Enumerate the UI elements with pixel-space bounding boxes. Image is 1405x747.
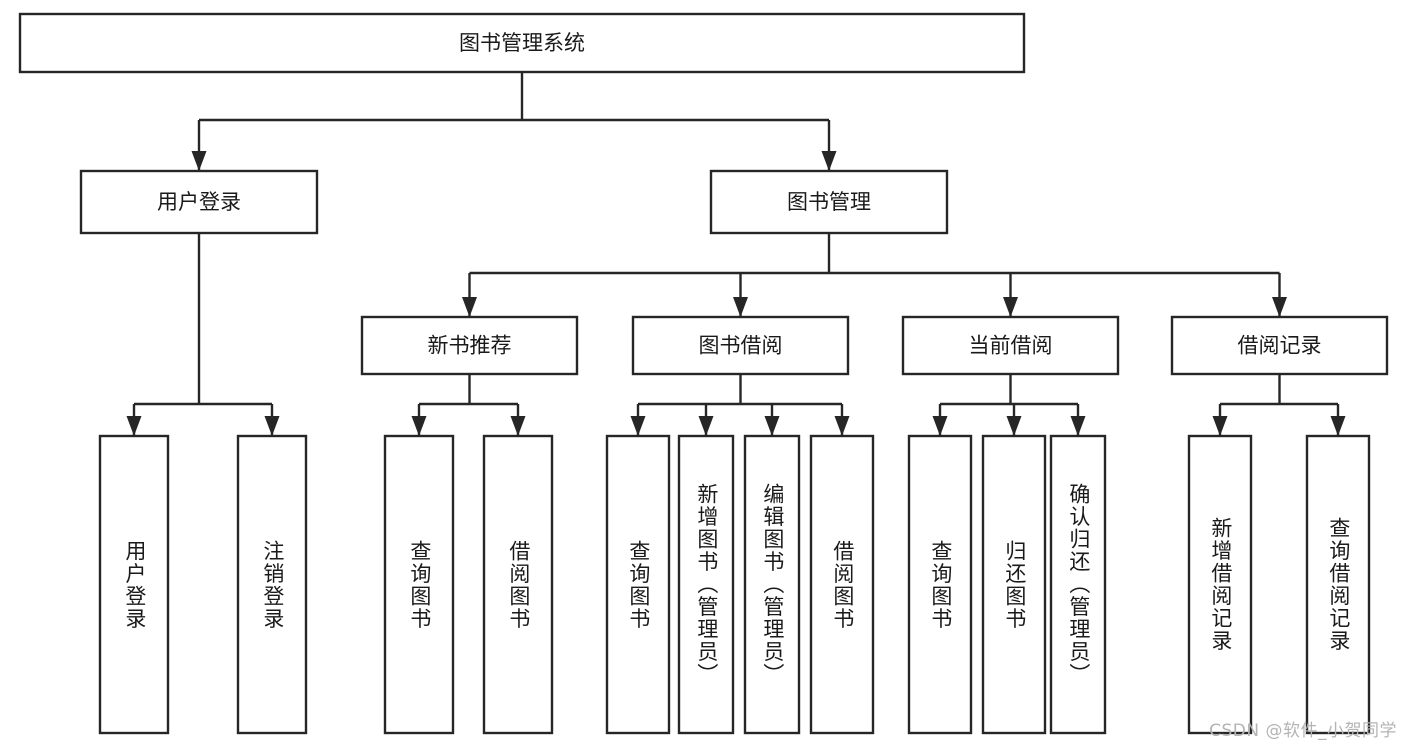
leaf-box-leaf-query-book-current[interactable] <box>907 434 973 735</box>
arrow-head-icon <box>932 416 948 436</box>
arrow-head-icon <box>191 151 207 171</box>
leaf-box-leaf-add-borrow-record[interactable] <box>1187 434 1253 735</box>
leaf-box-leaf-add-book-admin[interactable] <box>677 434 735 735</box>
leaf-box-leaf-query-borrow-record[interactable] <box>1305 434 1371 735</box>
leaf-box-leaf-borrow-book-rec[interactable] <box>482 434 554 735</box>
leaf-box-leaf-edit-book-admin[interactable] <box>743 434 801 735</box>
node-label-book-manage: 图书管理 <box>787 190 871 214</box>
node-box-book-borrow[interactable] <box>631 315 850 376</box>
node-label-new-book-recommend: 新书推荐 <box>428 334 512 358</box>
arrow-head-icon <box>1003 297 1018 317</box>
node-box-borrow-record[interactable] <box>1170 315 1389 376</box>
arrow-head-icon <box>1330 416 1346 436</box>
leaf-box-leaf-logout[interactable] <box>236 434 308 735</box>
arrow-head-icon <box>264 416 280 436</box>
node-label-borrow-record: 借阅记录 <box>1238 334 1322 358</box>
arrow-head-icon <box>510 416 526 436</box>
node-label-user-login: 用户登录 <box>157 190 241 214</box>
connector-layer <box>126 72 1346 436</box>
box-layer <box>18 12 1389 735</box>
arrow-head-icon <box>1006 416 1022 436</box>
arrow-head-icon <box>821 151 837 171</box>
node-box-current-borrow[interactable] <box>901 315 1120 376</box>
leaf-box-leaf-user-login[interactable] <box>98 434 170 735</box>
arrow-head-icon <box>411 416 427 436</box>
leaf-box-leaf-query-book-borrow[interactable] <box>605 434 671 735</box>
node-label-root: 图书管理系统 <box>459 31 585 55</box>
node-box-new-book-recommend[interactable] <box>360 315 579 376</box>
leaf-box-leaf-return-book[interactable] <box>981 434 1047 735</box>
arrow-head-icon <box>1272 297 1287 317</box>
node-label-current-borrow: 当前借阅 <box>969 334 1053 358</box>
node-box-user-login[interactable] <box>79 169 319 235</box>
node-box-root[interactable] <box>18 12 1026 74</box>
leaf-box-leaf-query-book-rec[interactable] <box>383 434 455 735</box>
arrow-head-icon <box>834 416 850 436</box>
arrow-head-icon <box>126 416 142 436</box>
arrow-head-icon <box>764 416 780 436</box>
arrow-head-icon <box>698 416 714 436</box>
arrow-head-icon <box>733 297 748 317</box>
arrow-head-icon <box>462 297 477 317</box>
csdn-watermark: CSDN @软件_小贺同学 <box>1209 721 1397 741</box>
node-box-book-manage[interactable] <box>709 169 949 235</box>
arrow-head-icon <box>1212 416 1228 436</box>
arrow-head-icon <box>630 416 646 436</box>
leaf-box-leaf-confirm-return-admin[interactable] <box>1049 434 1107 735</box>
leaf-box-leaf-borrow-book[interactable] <box>809 434 875 735</box>
arrow-head-icon <box>1070 416 1086 436</box>
node-label-book-borrow: 图书借阅 <box>699 334 783 358</box>
